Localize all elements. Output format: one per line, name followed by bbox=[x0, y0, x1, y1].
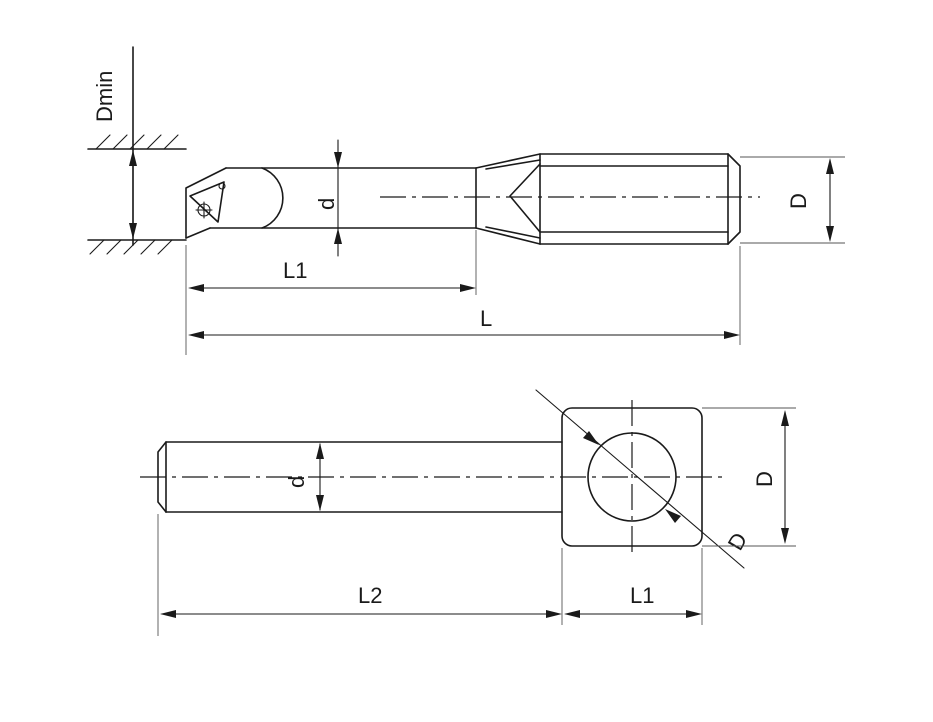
dim-D-top bbox=[740, 156, 845, 244]
label-d-top: d bbox=[314, 198, 339, 210]
dim-L2 bbox=[157, 514, 563, 636]
dim-D-bottom bbox=[702, 407, 796, 547]
dim-L-top bbox=[188, 246, 741, 345]
label-dmin: Dmin bbox=[92, 71, 117, 122]
dim-phi-bottom bbox=[535, 389, 745, 569]
hatching-lower bbox=[89, 239, 173, 255]
dmin-arrow-bottom bbox=[129, 223, 137, 239]
dim-d-bottom bbox=[316, 443, 324, 511]
label-phi-bottom: D bbox=[723, 528, 753, 554]
square-head bbox=[561, 400, 703, 556]
label-L1-top: L1 bbox=[283, 258, 307, 283]
top-view: Dmin bbox=[87, 46, 845, 355]
dim-L1-bottom bbox=[564, 548, 703, 625]
bottom-view: D d D L2 bbox=[140, 389, 796, 636]
label-D-top: D bbox=[786, 193, 811, 209]
shank-bottom bbox=[157, 441, 563, 513]
label-d-bottom: d bbox=[284, 476, 309, 488]
dmin-wall bbox=[87, 46, 187, 255]
dim-L1-top bbox=[185, 230, 477, 355]
insert bbox=[189, 181, 225, 223]
dmin-arrow-top bbox=[129, 150, 137, 166]
label-L-top: L bbox=[480, 306, 492, 331]
dim-d-top bbox=[334, 139, 342, 257]
label-L2: L2 bbox=[358, 583, 382, 608]
label-L1-bottom: L1 bbox=[630, 583, 654, 608]
tool-body bbox=[185, 153, 741, 245]
hatching-upper bbox=[95, 134, 179, 150]
label-D-bottom: D bbox=[752, 471, 777, 487]
